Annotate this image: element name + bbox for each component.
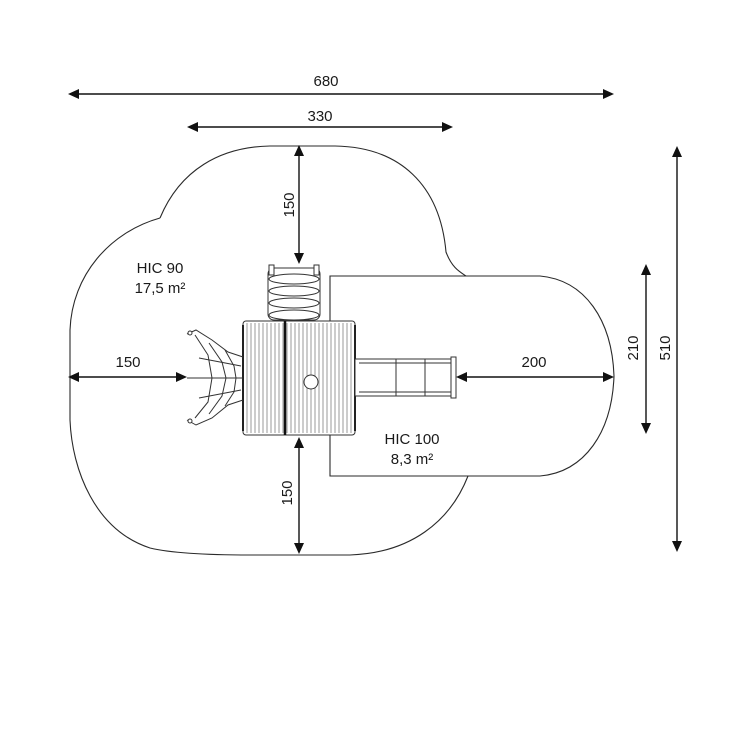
slide <box>354 356 457 399</box>
label-slide-zone-height: 210 <box>625 335 642 360</box>
dim-top-clearance <box>294 145 304 264</box>
main-safety-zone-outline <box>69 145 469 556</box>
climbing-ladder <box>267 264 321 321</box>
label-total-height: 510 <box>657 335 674 360</box>
post-cap-icon <box>303 374 319 390</box>
label-bottom-clearance: 150 <box>279 480 296 505</box>
main-zone-area: 17,5 m² <box>135 280 186 297</box>
label-total-width: 680 <box>313 73 338 90</box>
label-right-clearance: 200 <box>521 354 546 371</box>
label-structure-width: 330 <box>307 108 332 125</box>
label-top-clearance: 150 <box>281 192 298 217</box>
dim-slide-zone-height <box>641 264 651 434</box>
dim-bottom-clearance <box>294 437 304 554</box>
dim-total-width <box>68 89 614 99</box>
platform-deck <box>242 320 356 436</box>
climbing-net <box>186 329 244 426</box>
main-zone-hic: HIC 90 <box>137 260 184 277</box>
slide-zone-hic: HIC 100 <box>384 431 439 448</box>
dim-right-clearance <box>456 372 614 382</box>
slide-safety-zone-outline <box>329 275 615 477</box>
slide-zone-area: 8,3 m² <box>391 451 434 468</box>
dim-total-height <box>672 146 682 552</box>
label-left-clearance: 150 <box>115 354 140 371</box>
dim-left-clearance <box>68 372 187 382</box>
dim-structure-width <box>187 122 453 132</box>
